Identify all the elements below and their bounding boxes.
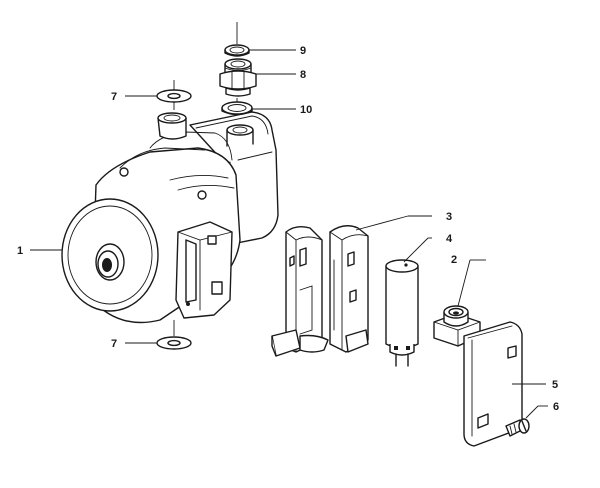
callout-2: 2: [451, 254, 457, 266]
callout-5: 5: [552, 379, 558, 391]
washer-lower: [156, 320, 192, 350]
pump-body: [61, 111, 279, 324]
terminal-cover-halves: [271, 225, 369, 357]
sealing-ring-top: [224, 22, 250, 57]
callout-9: 9: [300, 45, 306, 57]
leader-lines: [30, 49, 548, 419]
callout-labels: 1 2 3 4 5 6 7 7 8 9 10: [17, 45, 559, 413]
callout-7-upper: 7: [111, 91, 117, 103]
callout-6: 6: [553, 401, 559, 413]
callout-10: 10: [300, 104, 312, 116]
o-ring: [221, 98, 253, 116]
union-fitting: [219, 58, 257, 97]
callout-7-lower: 7: [111, 338, 117, 350]
callout-8: 8: [300, 69, 306, 81]
callout-4: 4: [446, 233, 453, 245]
callout-3: 3: [446, 211, 452, 223]
capacitor: [385, 259, 419, 367]
screw: [505, 418, 530, 437]
washer-upper: [156, 80, 192, 110]
cover-plate: [463, 321, 523, 447]
callout-1: 1: [17, 245, 23, 257]
